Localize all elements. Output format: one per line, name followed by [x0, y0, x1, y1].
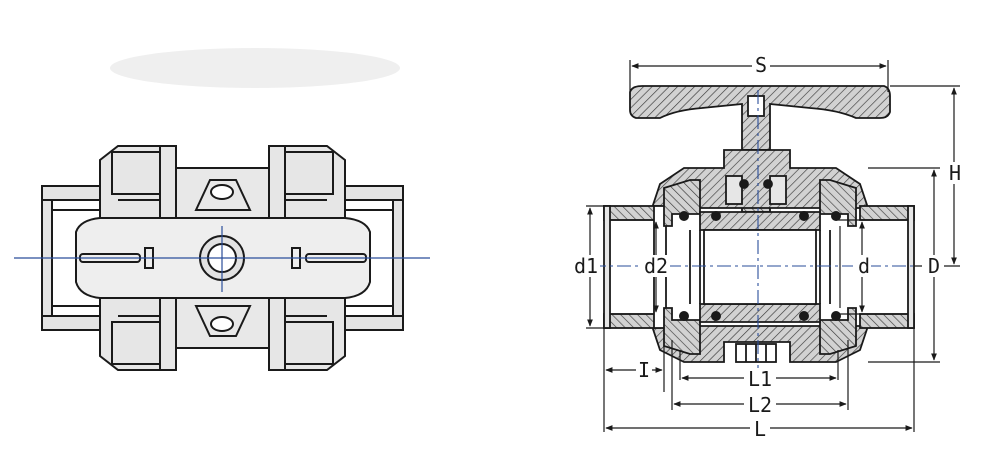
- bore: [610, 219, 908, 315]
- o-rings: [679, 211, 841, 321]
- dim-label-l1: L1: [748, 367, 772, 391]
- dim-label-i: I: [638, 358, 650, 382]
- left-view-top-valve: [14, 145, 430, 371]
- body-top: [650, 149, 870, 209]
- right-union-nut: [268, 145, 346, 371]
- dim-label-d: d: [858, 254, 870, 278]
- dim-label-d2: d2: [644, 254, 668, 278]
- dim-label-s: S: [755, 53, 767, 77]
- dim-label-l2: L2: [748, 393, 772, 417]
- right-end-connector: [859, 205, 915, 329]
- section-handle: [629, 85, 891, 151]
- smudge-mark: [110, 48, 400, 88]
- dim-label-l: L: [754, 417, 766, 441]
- right-view-section: S H D d1 d2 d I L1 L2 L: [572, 53, 964, 441]
- valve-ball: [689, 211, 831, 323]
- body-bottom: [650, 325, 870, 363]
- dim-label-cap-d: D: [928, 254, 940, 278]
- dimension-labels: S H D d1 d2 d I L1 L2 L: [572, 53, 964, 441]
- left-centerlines: [14, 226, 430, 292]
- dim-label-d1: d1: [574, 254, 598, 278]
- dim-label-h: H: [949, 161, 961, 185]
- section-right-union-nut: [819, 179, 857, 355]
